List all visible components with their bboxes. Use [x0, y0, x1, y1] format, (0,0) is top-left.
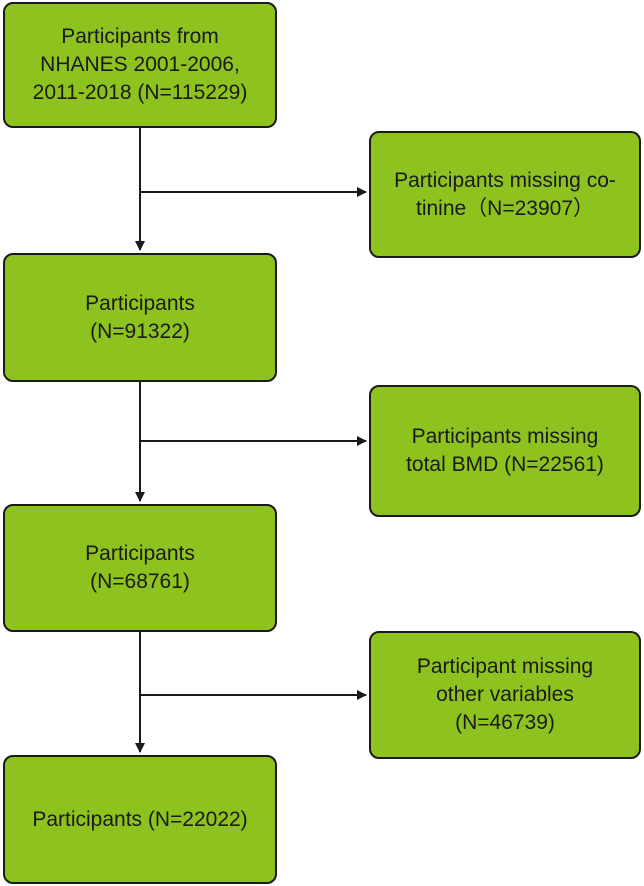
main-box-1-line-2: NHANES 2001-2006,	[40, 53, 240, 76]
exclusion-box-1: Participants missing co- tinine（N=23907）	[369, 131, 641, 258]
exclusion-box-1-line-1: Participants missing co-	[394, 168, 616, 192]
main-box-3-line-2: (N=68761)	[90, 570, 190, 593]
exclusion-box-2-line-2: total BMD (N=22561)	[406, 453, 604, 476]
exclusion-box-1-line-2: tinine（N=23907）	[415, 196, 595, 220]
main-box-1: Participants from NHANES 2001-2006, 2011…	[3, 2, 277, 128]
main-box-2: Participants (N=91322)	[3, 253, 277, 382]
main-box-1-line-1: Participants from	[61, 25, 219, 48]
main-box-4: Participants (N=22022)	[3, 755, 277, 884]
exclusion-box-3-line-1: Participant missing	[416, 655, 594, 678]
main-box-4-line-1: Participants (N=22022)	[32, 807, 248, 831]
main-box-2-line-2: (N=91322)	[90, 319, 190, 343]
exclusion-box-3-line-3: (N=46739)	[455, 711, 555, 734]
exclusion-box-3-line-2: other variables	[436, 683, 574, 706]
main-box-1-line-3: 2011-2018 (N=115229)	[32, 81, 248, 104]
exclusion-box-3: Participant missing other variables (N=4…	[369, 631, 641, 759]
main-box-3-line-1: Participants	[85, 542, 195, 565]
exclusion-box-2-line-1: Participants missing	[411, 425, 599, 448]
main-box-3: Participants (N=68761)	[3, 504, 277, 632]
exclusion-box-2: Participants missing total BMD (N=22561)	[369, 385, 641, 517]
main-box-2-line-1: Participants	[85, 291, 195, 315]
